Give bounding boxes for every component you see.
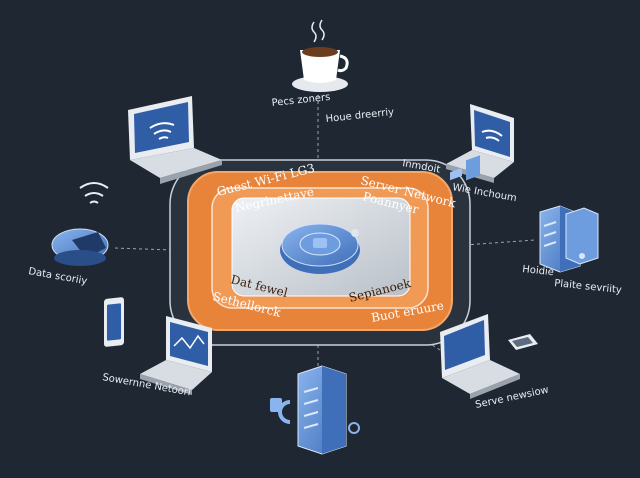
server-bottom-icon: [297, 365, 347, 455]
laptop-bottom-left-icon: [140, 316, 212, 395]
coffee-right-label: Houe dreerriy: [325, 107, 394, 125]
server-right-label-a: Hoidie: [522, 264, 555, 278]
lock-icon: [270, 398, 360, 434]
server-right-label-b: Plaite sevriity: [554, 278, 623, 296]
coffee-left-label: Pecs zoners: [271, 92, 331, 109]
connector-wifi-left: [114, 247, 173, 251]
coffee-cup-icon: [292, 19, 349, 92]
wifi-left-label: Data scoriiy: [27, 266, 88, 287]
wifi-device-icon: [51, 182, 109, 266]
server-right-icon: [539, 205, 599, 273]
connector-server-right: [464, 239, 536, 246]
laptop-top-left-icon: [128, 96, 222, 184]
phone-icon: [104, 297, 124, 347]
laptop-bottom-right-icon: [440, 155, 520, 399]
tablet-icon: [508, 334, 538, 350]
router-icon: [280, 223, 360, 274]
